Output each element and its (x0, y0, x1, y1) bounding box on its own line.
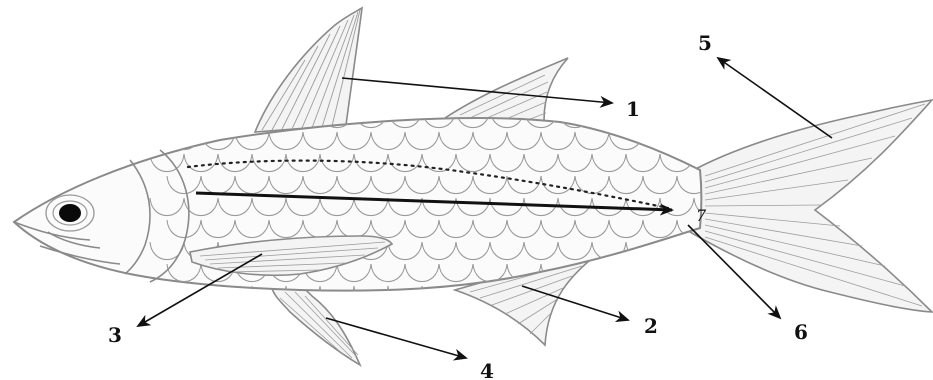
scale-arc (150, 286, 184, 304)
scale-arc (677, 132, 711, 150)
label-6: 6 (794, 320, 808, 344)
scale-arc (660, 242, 694, 260)
label-7: 7 (696, 206, 707, 225)
label-5: 5 (698, 31, 712, 55)
scale-arc (660, 110, 694, 128)
scale-arc (677, 264, 711, 282)
label-1: 1 (626, 97, 640, 121)
scale-arc (626, 286, 660, 304)
scale-arc (150, 110, 184, 128)
dorsal-fin-front (255, 8, 362, 132)
caudal-fin (690, 100, 932, 312)
scale-arc (592, 110, 626, 128)
scale-arc (609, 264, 643, 282)
scale-arc (643, 264, 677, 282)
scale-arc (592, 286, 626, 304)
scale-arc (218, 110, 252, 128)
fish-body (14, 118, 702, 291)
scale-arc (694, 110, 728, 128)
label-2: 2 (644, 314, 658, 338)
callout-arrow-5 (718, 58, 832, 138)
scale-arc (184, 110, 218, 128)
scale-arc (660, 286, 694, 304)
scale-arc (694, 286, 728, 304)
label-3: 3 (108, 323, 122, 347)
label-4: 4 (480, 359, 494, 380)
